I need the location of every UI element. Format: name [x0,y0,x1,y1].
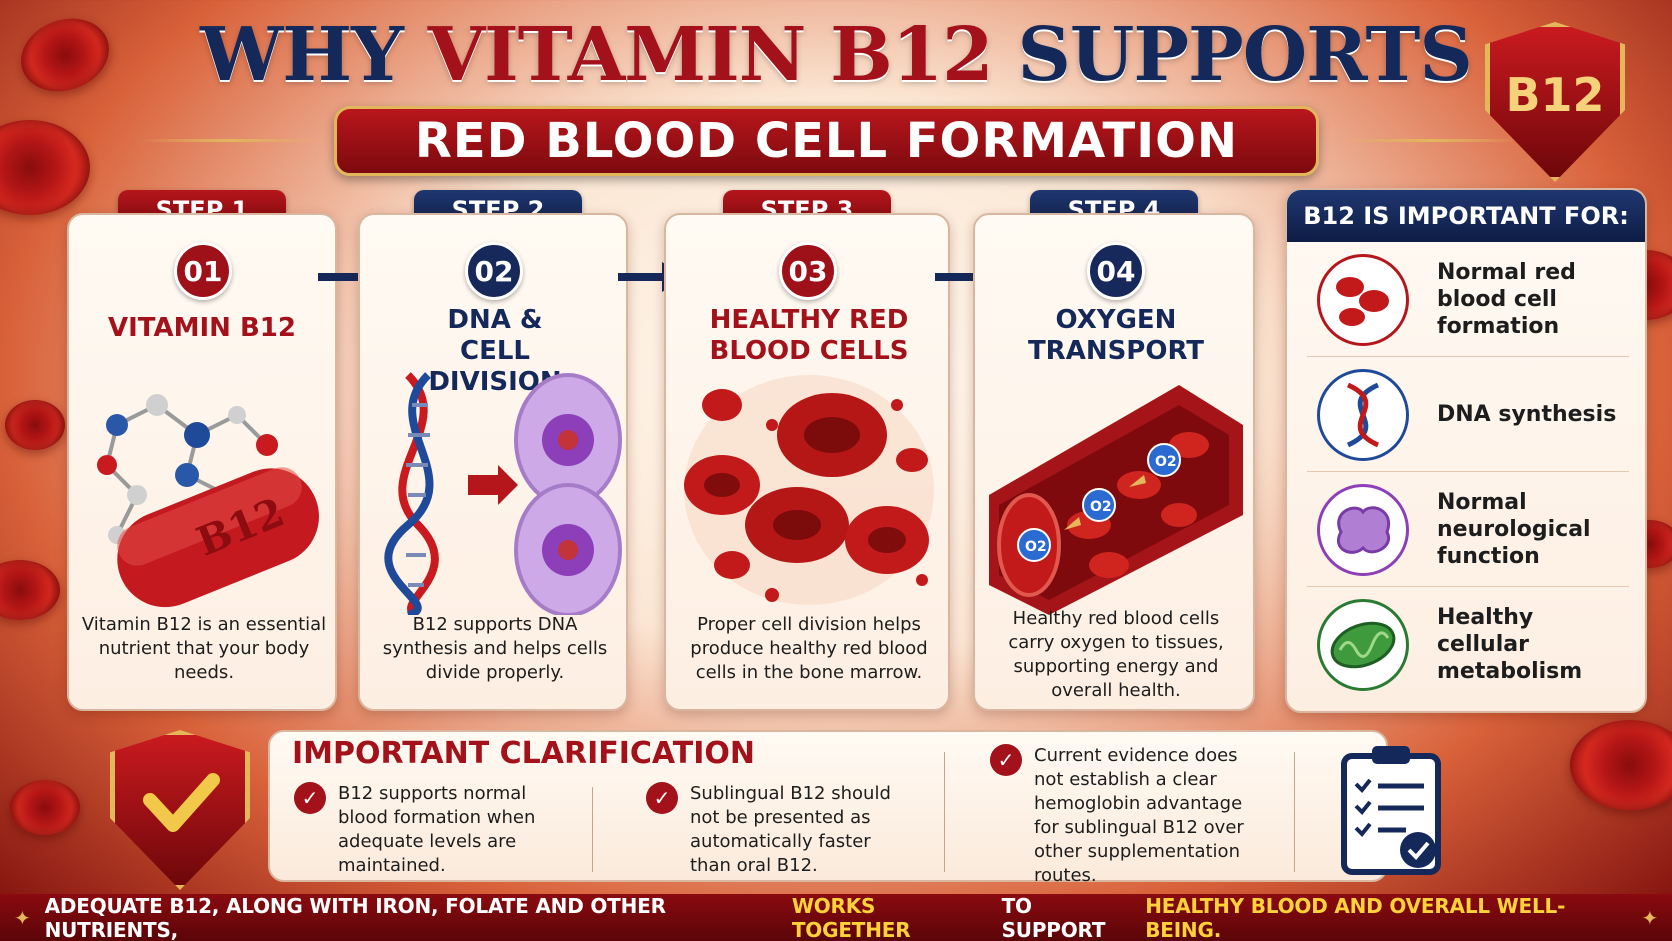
background-blood-cell [1570,720,1672,810]
panel-item-label: Healthy cellular metabolism [1437,605,1583,684]
mitochondria-icon [1317,599,1409,691]
title-part-why: WHY [200,12,404,98]
subtitle-text: RED BLOOD CELL FORMATION [414,113,1239,169]
step-3-description: Proper cell division helps produce healt… [690,614,928,683]
b12-importance-panel: B12 IS IMPORTANT FOR: Normal red blood c… [1285,188,1647,713]
oxygen-molecule-label: O2 [1025,539,1047,555]
oxygen-molecule-label: O2 [1155,454,1177,470]
step-3-title: HEALTHY RED BLOOD CELLS [709,305,909,366]
title-part-supports: SUPPORTS [1017,12,1472,98]
footer-text-highlight: HEALTHY BLOOD AND OVERALL WELL-BEING. [1145,893,1566,941]
panel-item-metabolism: Healthy cellular metabolism [1307,587,1629,702]
b12-pill-molecule-icon: B12 [97,394,319,608]
check-icon: ✓ [646,782,678,814]
step-2-description: B12 supports DNA synthesis and helps cel… [382,614,608,683]
b12-shield-icon: B12 [1485,22,1625,182]
step-1-description: Vitamin B12 is an essential nutrient tha… [81,614,327,683]
check-icon: ✓ [294,782,326,814]
step-2-number: 02 [465,242,523,300]
panel-heading: B12 IS IMPORTANT FOR: [1287,190,1645,242]
footer-text-part1: ADEQUATE B12, ALONG WITH IRON, FOLATE AN… [44,893,666,941]
blood-cells-icon [1317,254,1409,346]
panel-item-neuro: Normal neurological function [1307,472,1629,587]
subtitle-banner: RED BLOOD CELL FORMATION [334,106,1319,176]
decorative-line-left [140,139,320,142]
background-blood-cell [0,120,90,215]
panel-item-dna: DNA synthesis [1307,357,1629,472]
footer-banner: ✦ ADEQUATE B12, ALONG WITH IRON, FOLATE … [0,894,1672,941]
panel-item-label: DNA synthesis [1437,401,1617,427]
dna-cell-division-icon [384,372,622,615]
background-blood-cell [0,560,60,620]
dna-icon [1317,369,1409,461]
check-icon: ✓ [990,744,1022,776]
checkmark-shield-icon [110,730,250,890]
b12-badge-text: B12 [1505,68,1605,122]
step-3-card: 03 HEALTHY RED BLOOD CELLS Proper cell d… [664,213,950,711]
footer-text-part3: TO SUPPORT [1001,893,1106,941]
step-1-card: 01 VITAMIN B12 B12 Vitamin B12 is an ess… [67,213,337,711]
page-title: WHY VITAMIN B12 SUPPORTS [0,12,1672,98]
oxygen-molecule-label: O2 [1090,499,1112,515]
footer-text-highlight: WORKS TOGETHER [791,893,911,941]
panel-item-blood-cells: Normal red blood cell formation [1307,242,1629,357]
panel-item-label: Normal red blood cell formation [1437,259,1576,339]
step-4-card: 04 OXYGEN TRANSPORT O2 O2 O2 Healthy red… [973,213,1255,711]
divider [592,787,593,872]
clarification-text: Current evidence does not establish a cl… [1034,745,1244,886]
step-4-description: Healthy red blood cells carry oxygen to … [1008,608,1224,701]
decorative-line-right [1340,139,1520,142]
clarification-heading: IMPORTANT CLARIFICATION [292,736,756,771]
step-2-card: 02 DNA & CELL DIVISION B12 supports DNA … [358,213,628,711]
step-2-title: DNA & CELL DIVISION [428,305,562,397]
step-1-number: 01 [174,242,232,300]
background-blood-cell [5,400,65,450]
step-4-number: 04 [1087,242,1145,300]
panel-item-label: Normal neurological function [1437,489,1591,569]
clarification-text: B12 supports normal blood formation when… [338,783,536,876]
background-blood-cell [10,780,80,835]
divider [1294,752,1295,872]
step-4-title: OXYGEN TRANSPORT [1027,305,1205,366]
clarification-text: Sublingual B12 should not be presented a… [690,783,891,876]
blood-vessel-oxygen-icon: O2 O2 O2 [989,385,1243,615]
title-part-vitamin: VITAMIN B12 [427,12,994,98]
clipboard-checklist-icon [1341,746,1441,875]
divider [944,752,945,872]
brain-icon [1317,484,1409,576]
step-3-number: 03 [779,242,837,300]
clarification-box: IMPORTANT CLARIFICATION ✓ B12 supports n… [268,730,1388,886]
healthy-red-blood-cells-icon [684,375,934,605]
diamond-icon: ✦ [1641,905,1658,930]
step-1-title: VITAMIN B12 [108,313,296,343]
diamond-icon: ✦ [14,905,31,930]
